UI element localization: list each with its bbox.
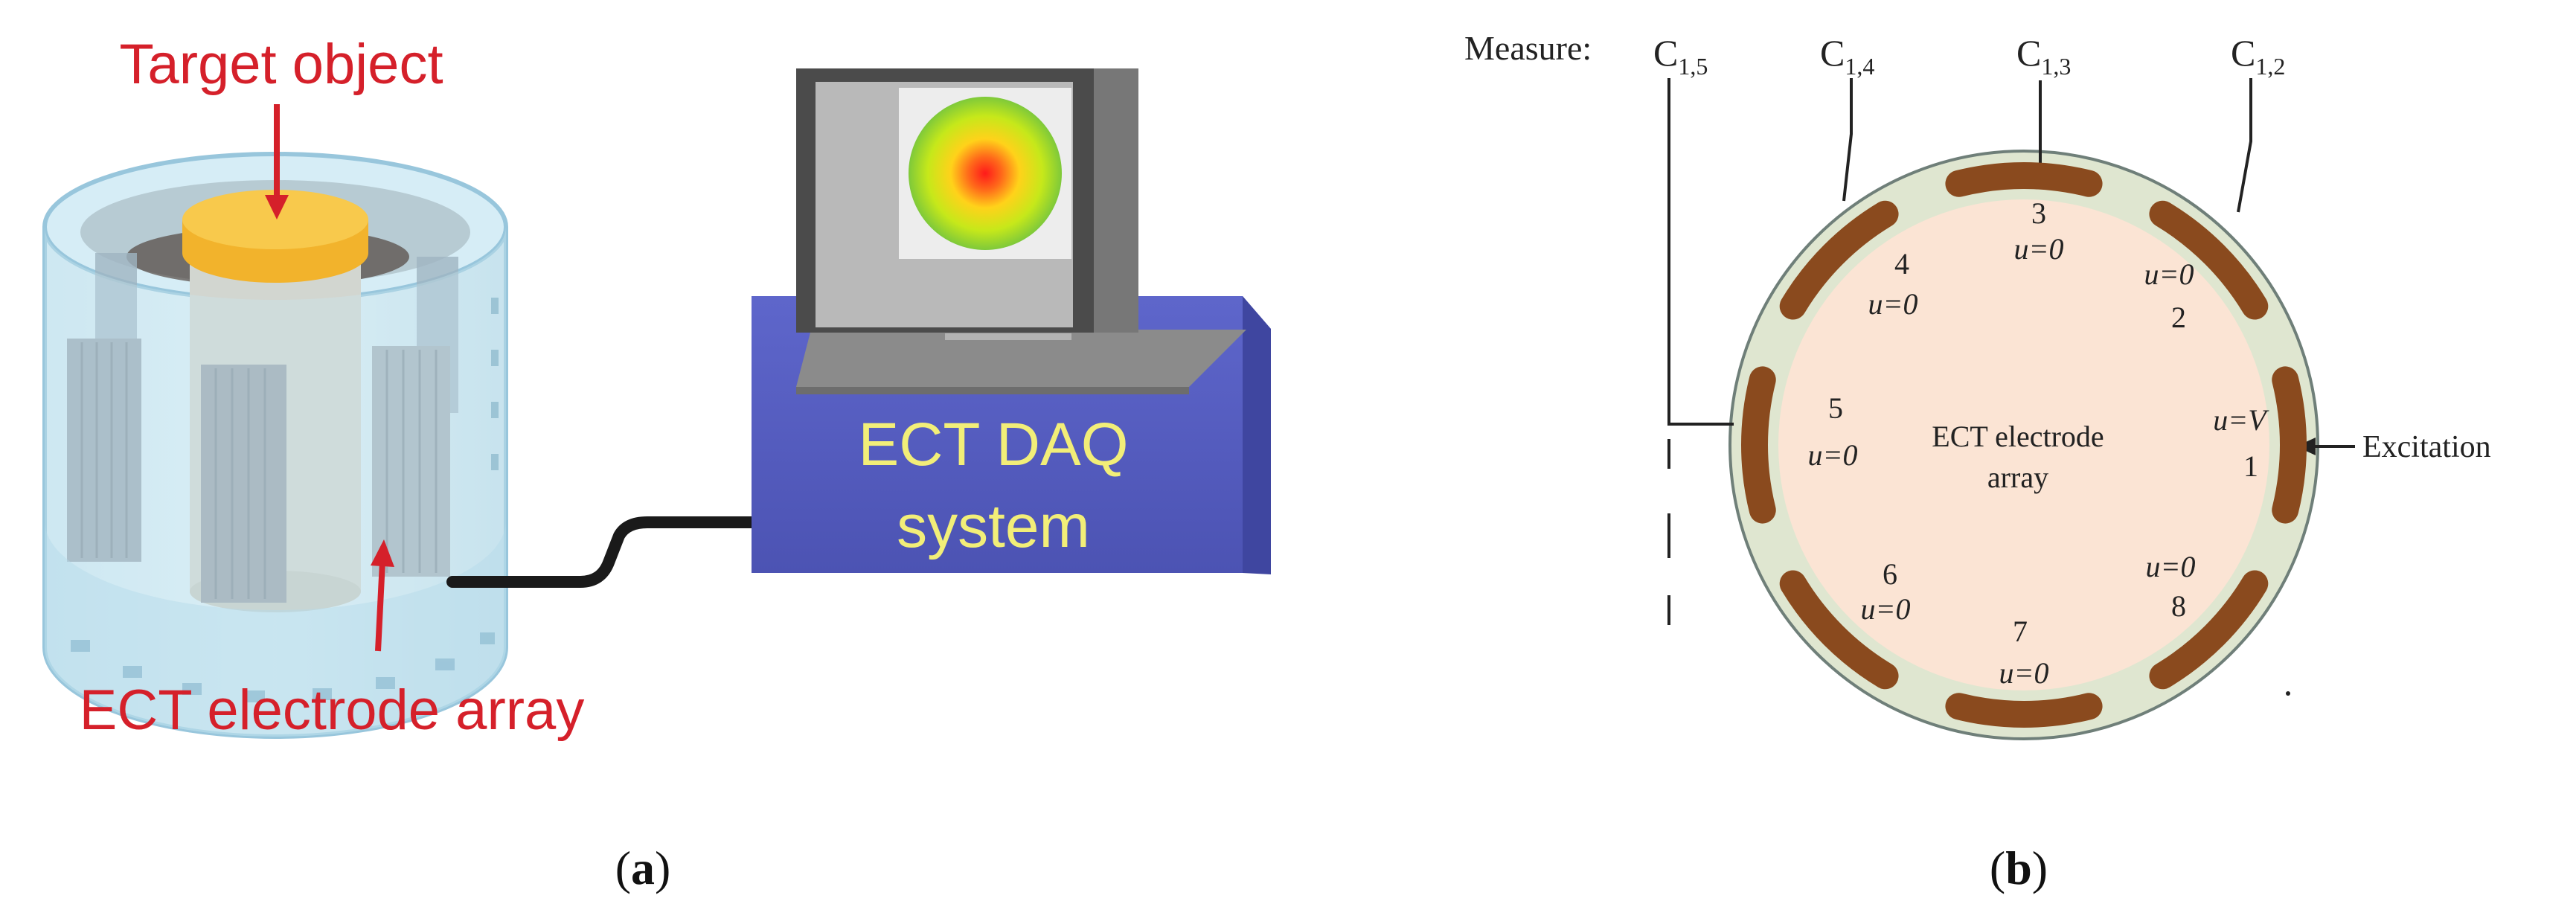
electrode-1 — [2272, 366, 2307, 524]
cap-label-c14: C1,4 — [1820, 32, 1874, 80]
target-arrow-icon — [265, 104, 289, 219]
electrode-4-number: 4 — [1894, 247, 1909, 281]
caption-b: (b) — [1990, 842, 2048, 894]
center-label-line2: array — [1987, 461, 2048, 494]
daq-title-line2: system — [897, 493, 1090, 560]
electrode-4 — [1779, 200, 1899, 320]
panel-b: Measure: C1,5 C1,4 C1,3 C1,2 ECT electro… — [1464, 29, 2491, 894]
caption-a: (a) — [615, 842, 671, 894]
heatmap-circle — [909, 97, 1062, 250]
electrode-2 — [2149, 200, 2269, 320]
laptop — [796, 68, 1246, 394]
measure-label: Measure: — [1464, 29, 1592, 67]
electrode-3-number: 3 — [2031, 196, 2046, 230]
electrode-7-potential: u=0 — [1999, 656, 2049, 690]
electrode-array-label: ECT electrode array — [80, 679, 585, 742]
sensor-cylinder — [42, 152, 508, 739]
electrode-2-number: 2 — [2171, 301, 2186, 334]
electrodes — [1741, 162, 2307, 728]
electrode-6 — [1779, 570, 1899, 690]
center-label-line1: ECT electrode — [1932, 420, 2104, 453]
electrode-8-number: 8 — [2171, 589, 2186, 623]
cable — [446, 516, 765, 588]
electrode-5-number: 5 — [1828, 391, 1843, 425]
electrode-4-potential: u=0 — [1868, 287, 1918, 321]
electrode-7-number: 7 — [2013, 615, 2028, 648]
inner-region — [1778, 199, 2269, 690]
electrode-8-potential: u=0 — [2146, 550, 2196, 583]
electrode-arrow-icon — [371, 539, 394, 652]
stray-dot — [2286, 691, 2290, 696]
electrode-5 — [1741, 366, 1776, 524]
electrode-6-number: 6 — [1883, 557, 1897, 591]
electrode-7 — [1945, 693, 2103, 728]
electrode-3 — [1945, 162, 2103, 197]
panel-a: ECT DAQ system Target object ECT electro… — [42, 33, 1271, 894]
electrode-3-potential: u=0 — [2014, 232, 2064, 266]
electrode-1-number: 1 — [2243, 449, 2258, 483]
electrode-6-potential: u=0 — [1861, 592, 1911, 626]
excitation-label: Excitation — [2362, 430, 2491, 464]
electrode-1-potential: u=V — [2213, 403, 2269, 437]
cap-label-c13: C1,3 — [2016, 32, 2071, 80]
target-object-label: Target object — [119, 33, 443, 96]
electrode-5-potential: u=0 — [1808, 438, 1858, 472]
daq-title-line1: ECT DAQ — [859, 411, 1129, 478]
measure-lines — [1667, 78, 2252, 625]
cap-label-c15: C1,5 — [1653, 32, 1708, 80]
electrode-8 — [2149, 570, 2269, 690]
electrode-2-potential: u=0 — [2144, 257, 2194, 291]
cap-label-c12: C1,2 — [2231, 32, 2285, 80]
